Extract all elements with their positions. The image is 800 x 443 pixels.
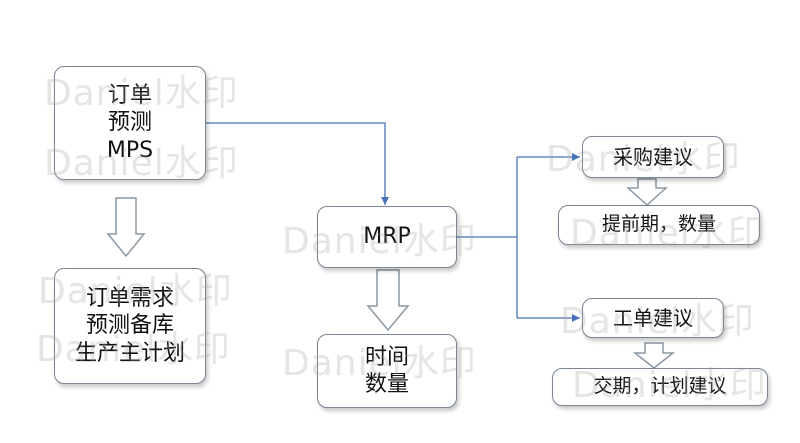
node-delivery-plan-label: 交期，计划建议 (593, 375, 727, 398)
node-workorder-suggestion-label: 工单建议 (613, 305, 693, 330)
node-leadtime-quantity: 提前期，数量 (558, 205, 760, 245)
node-delivery-plan: 交期，计划建议 (552, 368, 768, 406)
node-workorder-suggestion: 工单建议 (582, 298, 724, 338)
node-purchase-suggestion: 采购建议 (582, 136, 724, 178)
node-mrp: MRP (317, 206, 457, 268)
node-input-line-3: MPS (106, 137, 154, 163)
node-time-quantity-line-1: 时间 (364, 344, 409, 370)
node-time-quantity-line-2: 数量 (364, 372, 409, 397)
node-strategies: 订单需求 预测备库 生产主计划 (54, 268, 206, 384)
node-input-line-1: 订单 (107, 82, 152, 108)
connector-input-to-mrp (205, 122, 389, 205)
node-input-line-2: 预测 (107, 110, 152, 136)
node-mrp-label: MRP (363, 224, 411, 250)
block-arrow-input-to-strategies (106, 197, 146, 258)
block-arrow-workorder-to-delivery (632, 342, 676, 369)
node-purchase-suggestion-label: 采购建议 (613, 144, 693, 169)
node-strategies-line-3: 生产主计划 (74, 340, 185, 366)
node-strategies-line-2: 预测备库 (85, 313, 174, 339)
block-arrow-mrp-to-timeqty (366, 269, 410, 332)
block-arrow-purchase-to-leadtime (626, 178, 668, 207)
node-input: 订单 预测 MPS (54, 66, 206, 180)
node-time-quantity: 时间 数量 (317, 334, 457, 408)
node-strategies-line-1: 订单需求 (85, 285, 174, 311)
node-leadtime-quantity-label: 提前期，数量 (601, 213, 716, 236)
